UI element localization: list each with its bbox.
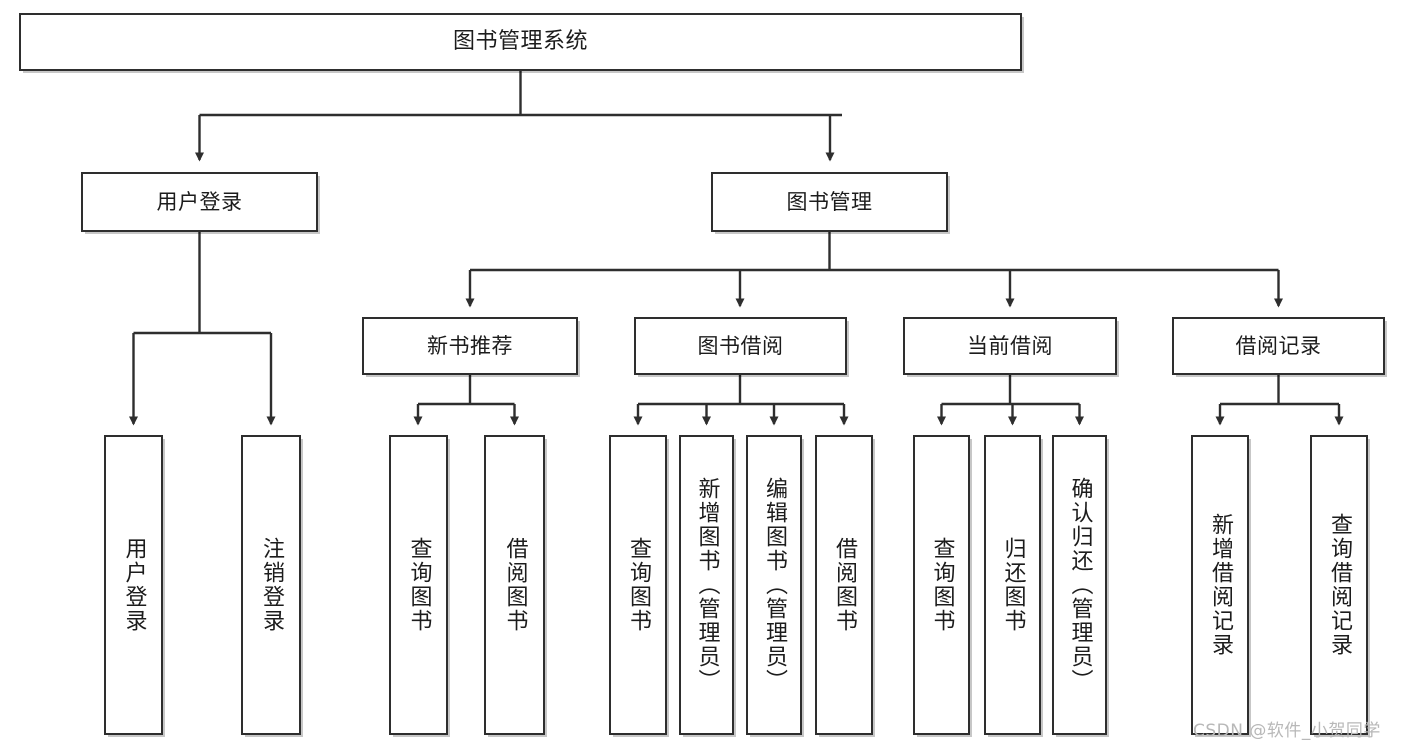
node-label: 查询图书: [406, 537, 432, 633]
leaf-add-book-admin[interactable]: 新增图书（管理员）: [679, 435, 734, 735]
leaf-query-book-2[interactable]: 查询图书: [609, 435, 667, 735]
node-book-borrow[interactable]: 图书借阅: [634, 317, 847, 375]
node-label: 确认归还（管理员）: [1067, 477, 1093, 693]
node-borrow-record[interactable]: 借阅记录: [1172, 317, 1385, 375]
node-label: 借阅记录: [1235, 333, 1322, 358]
node-label: 编辑图书（管理员）: [761, 477, 787, 693]
leaf-user-login[interactable]: 用户登录: [104, 435, 163, 735]
node-book-management[interactable]: 图书管理: [711, 172, 948, 232]
node-label: 新书推荐: [427, 333, 513, 358]
node-label: 图书管理系统: [452, 29, 588, 54]
leaf-edit-book-admin[interactable]: 编辑图书（管理员）: [746, 435, 802, 735]
node-label: 用户登录: [121, 537, 147, 633]
leaf-query-book-3[interactable]: 查询图书: [913, 435, 970, 735]
leaf-query-borrow-record[interactable]: 查询借阅记录: [1310, 435, 1368, 735]
node-label: 图书管理: [786, 189, 873, 214]
node-root-system[interactable]: 图书管理系统: [19, 13, 1022, 71]
leaf-query-book-1[interactable]: 查询图书: [389, 435, 448, 735]
node-label: 注销登录: [258, 537, 284, 633]
node-new-book-recommend[interactable]: 新书推荐: [362, 317, 578, 375]
node-label: 查询图书: [929, 537, 955, 633]
node-label: 当前借阅: [967, 333, 1053, 358]
leaf-confirm-return-admin[interactable]: 确认归还（管理员）: [1052, 435, 1107, 735]
leaf-logout[interactable]: 注销登录: [241, 435, 301, 735]
node-label: 查询借阅记录: [1326, 513, 1352, 657]
leaf-borrow-book-2[interactable]: 借阅图书: [815, 435, 873, 735]
node-label: 用户登录: [156, 189, 243, 214]
node-user-login[interactable]: 用户登录: [81, 172, 318, 232]
node-label: 新增图书（管理员）: [694, 477, 720, 693]
node-label: 归还图书: [1000, 537, 1026, 633]
leaf-return-book[interactable]: 归还图书: [984, 435, 1041, 735]
leaf-borrow-book-1[interactable]: 借阅图书: [484, 435, 545, 735]
node-label: 查询图书: [625, 537, 651, 633]
node-label: 借阅图书: [502, 537, 528, 633]
node-current-borrow[interactable]: 当前借阅: [903, 317, 1117, 375]
node-label: 图书借阅: [697, 333, 784, 358]
leaf-add-borrow-record[interactable]: 新增借阅记录: [1191, 435, 1249, 735]
node-label: 借阅图书: [831, 537, 857, 633]
node-label: 新增借阅记录: [1207, 513, 1233, 657]
